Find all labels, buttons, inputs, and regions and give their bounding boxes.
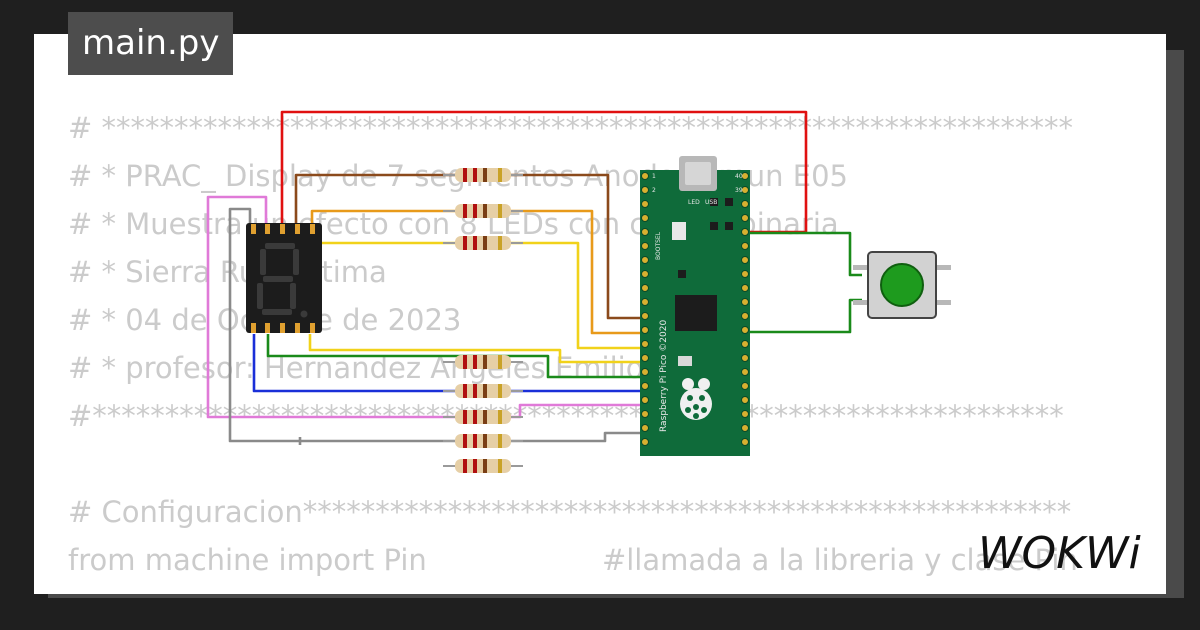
code-editor[interactable]: # **************************************… xyxy=(68,104,1078,594)
wire-gray xyxy=(228,207,648,443)
raspberry-logo-icon xyxy=(680,378,712,420)
code-line: from machine import Pin #llamada a la li… xyxy=(68,543,1078,577)
usb-label: USB xyxy=(705,199,717,206)
wire-green-c xyxy=(744,298,862,334)
wokwi-logo: WOKWi xyxy=(978,528,1141,579)
pico-pins xyxy=(641,172,749,446)
raspberry-pi-pico[interactable]: Raspberry Pi Pico ©2020 BOOTSEL LED USB … xyxy=(640,156,750,456)
led-label: LED xyxy=(688,199,700,206)
seven-segment-display[interactable] xyxy=(246,223,322,333)
pin-label-1: 1 xyxy=(652,173,656,180)
resistor[interactable] xyxy=(443,204,523,218)
push-button[interactable] xyxy=(853,251,951,319)
wire-yellow-b xyxy=(308,334,648,364)
wire-green-b xyxy=(742,231,862,277)
resistor[interactable] xyxy=(443,355,523,369)
wire-green-a xyxy=(266,334,648,379)
resistor[interactable] xyxy=(443,434,523,448)
resistors xyxy=(443,168,523,473)
wire-pink xyxy=(206,195,648,419)
pin-label-39: 39 xyxy=(735,187,743,194)
resistor[interactable] xyxy=(443,236,523,250)
code-line: from utime import sleep_ms #llamada a la… xyxy=(68,584,1078,594)
wire-orange xyxy=(310,209,648,335)
resistor[interactable] xyxy=(443,168,523,182)
code-panel: # **************************************… xyxy=(34,34,1166,594)
code-line: # Configuracion*************************… xyxy=(68,495,1072,529)
code-line: # **************************************… xyxy=(68,111,1074,145)
wire-brown xyxy=(294,173,648,320)
resistor[interactable] xyxy=(443,384,523,398)
svg-text:WOKWi: WOKWi xyxy=(978,528,1141,579)
resistor[interactable] xyxy=(443,410,523,424)
resistor[interactable] xyxy=(443,459,523,473)
board-name: Raspberry Pi Pico ©2020 xyxy=(659,320,669,432)
pin-label-40: 40 xyxy=(735,173,743,180)
bootsel-label: BOOTSEL xyxy=(655,231,662,260)
segments xyxy=(257,243,308,318)
pin-label-2: 2 xyxy=(652,187,656,194)
file-tab[interactable]: main.py xyxy=(68,12,234,75)
